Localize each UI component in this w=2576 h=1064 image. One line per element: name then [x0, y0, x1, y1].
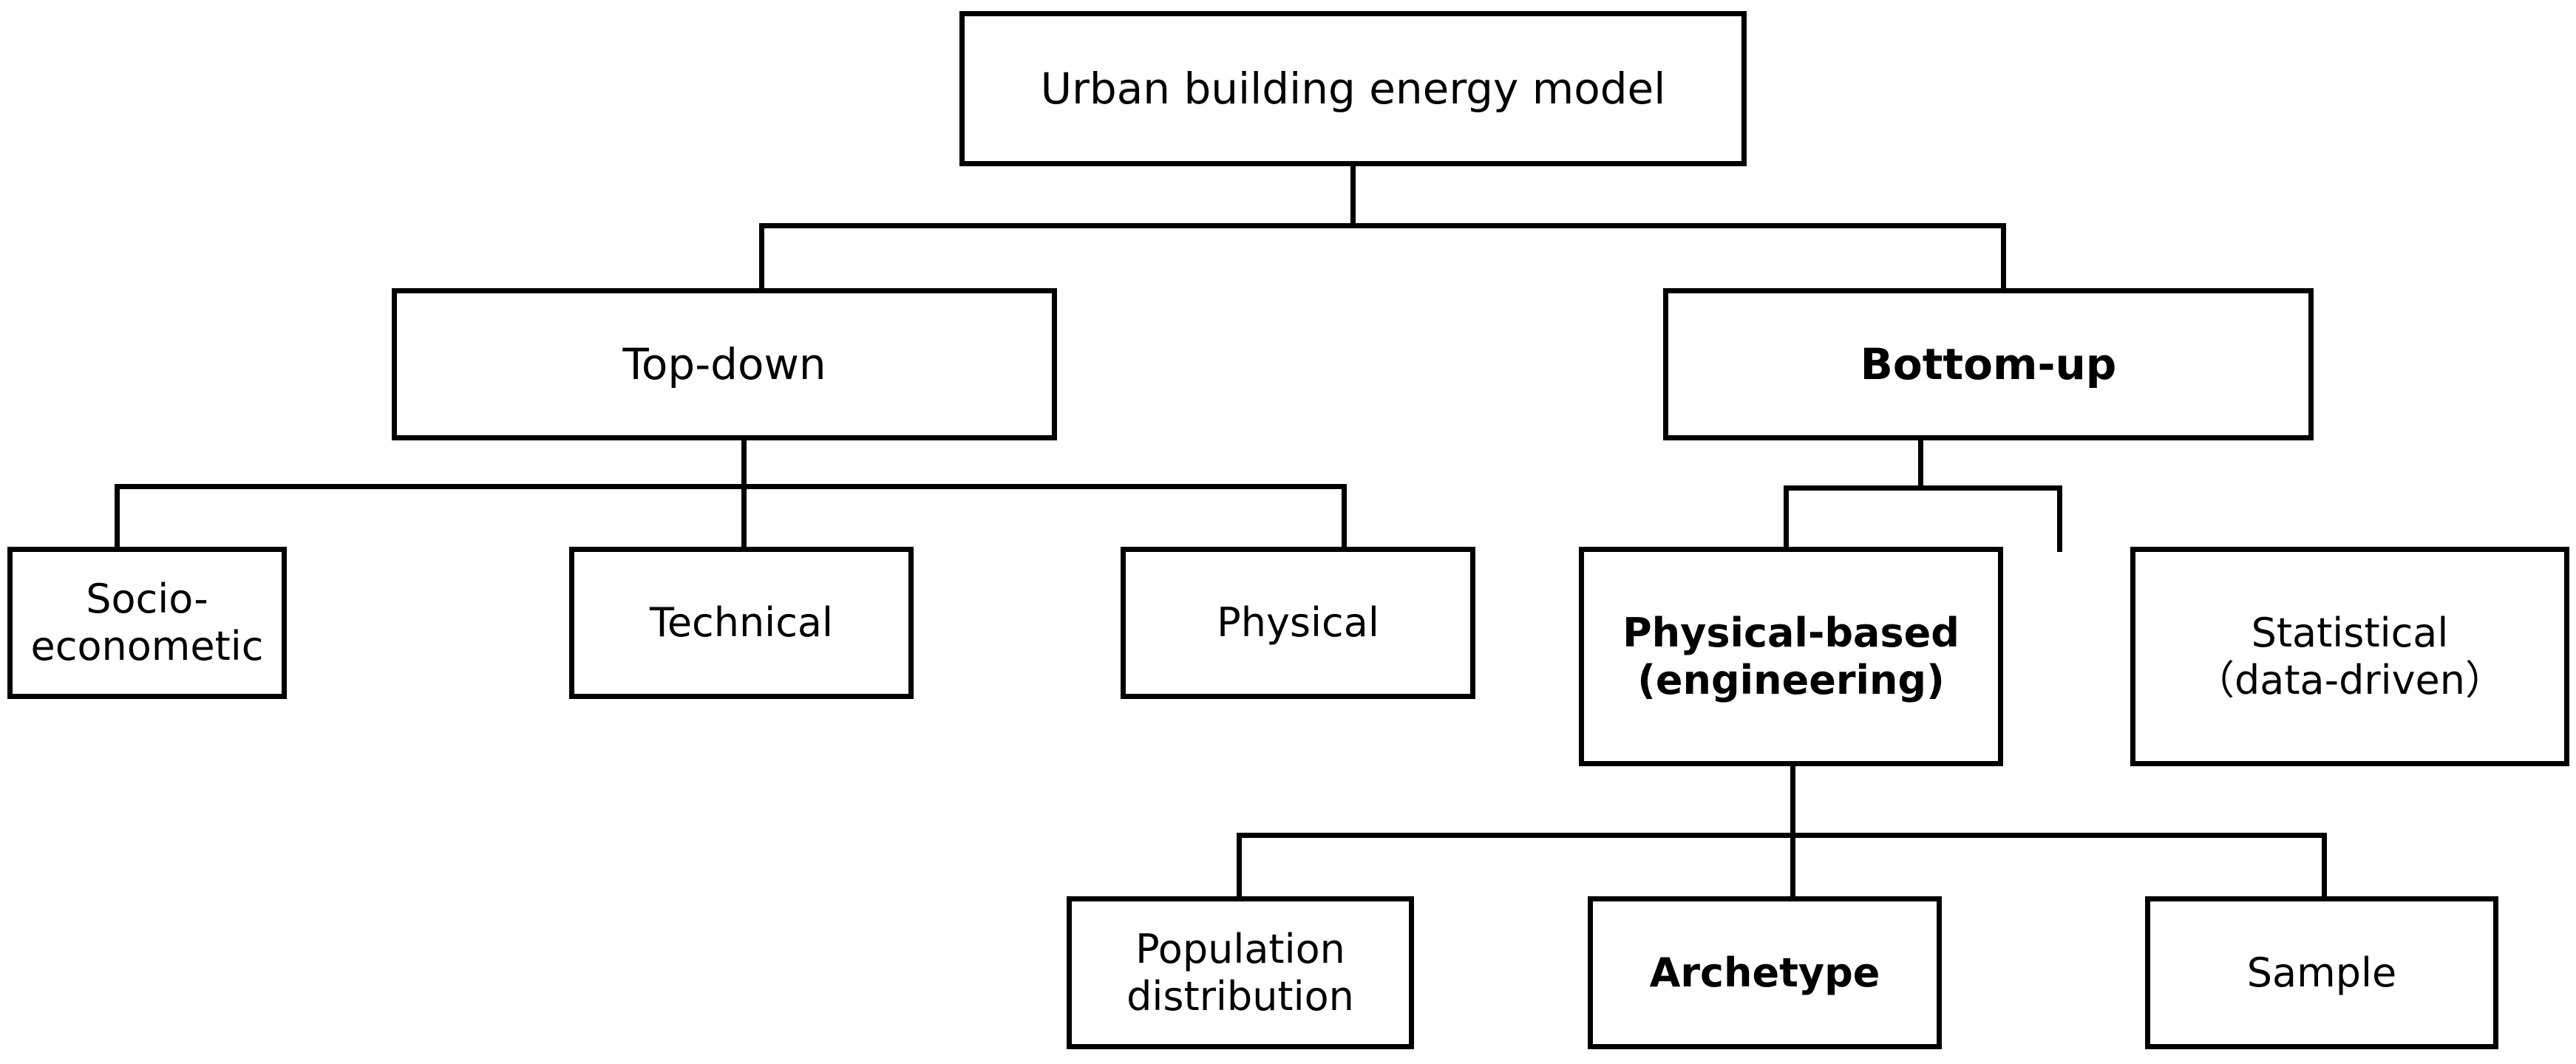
- edge-to-archetype: [1790, 833, 1795, 901]
- edge-physical-based-stem: [1790, 761, 1795, 838]
- node-bottom-up[interactable]: Bottom-up: [1663, 288, 2314, 440]
- edge-root-stem: [1350, 161, 1356, 228]
- node-bottom-up-label: Bottom-up: [1860, 338, 2117, 389]
- node-root[interactable]: Urban building energy model: [959, 11, 1747, 166]
- edge-to-technical: [741, 484, 747, 552]
- node-statistical[interactable]: Statistical （data-driven）: [2130, 547, 2569, 766]
- node-physical[interactable]: Physical: [1121, 547, 1475, 699]
- edge-level1-bus: [759, 223, 2006, 228]
- edge-top-down-bus: [115, 484, 1347, 489]
- edge-to-top-down: [759, 223, 764, 293]
- edge-bottom-up-bus: [1784, 485, 2062, 491]
- node-sample[interactable]: Sample: [2145, 896, 2498, 1049]
- node-archetype-label: Archetype: [1649, 949, 1880, 996]
- edge-to-socio-econometic: [115, 484, 120, 552]
- edge-to-physical: [1342, 484, 1347, 552]
- node-socio-econometic[interactable]: Socio- econometic: [7, 547, 287, 699]
- node-technical-label: Technical: [650, 599, 833, 647]
- edge-top-down-stem: [741, 440, 747, 489]
- node-population-distribution[interactable]: Population distribution: [1067, 896, 1414, 1049]
- node-population-distribution-label: Population distribution: [1126, 925, 1354, 1020]
- edge-to-sample: [2322, 833, 2327, 901]
- edge-to-population-distribution: [1237, 833, 1242, 901]
- node-physical-based-label: Physical-based (engineering): [1622, 609, 1960, 703]
- node-top-down[interactable]: Top-down: [392, 288, 1057, 440]
- edge-physical-based-bus: [1237, 833, 2327, 838]
- node-archetype[interactable]: Archetype: [1588, 896, 1942, 1049]
- node-sample-label: Sample: [2246, 949, 2397, 996]
- node-statistical-label: Statistical （data-driven）: [2194, 609, 2505, 703]
- edge-to-bottom-up: [2001, 223, 2006, 293]
- node-physical-based[interactable]: Physical-based (engineering): [1579, 547, 2003, 766]
- edge-bottom-up-stem: [1918, 440, 1923, 489]
- edge-to-physical-based: [1784, 485, 1789, 552]
- node-technical[interactable]: Technical: [569, 547, 914, 699]
- node-top-down-label: Top-down: [622, 338, 826, 389]
- edge-to-statistical: [2057, 485, 2062, 552]
- node-socio-econometic-label: Socio- econometic: [30, 576, 264, 669]
- node-root-label: Urban building energy model: [1040, 63, 1666, 114]
- node-physical-label: Physical: [1217, 599, 1379, 647]
